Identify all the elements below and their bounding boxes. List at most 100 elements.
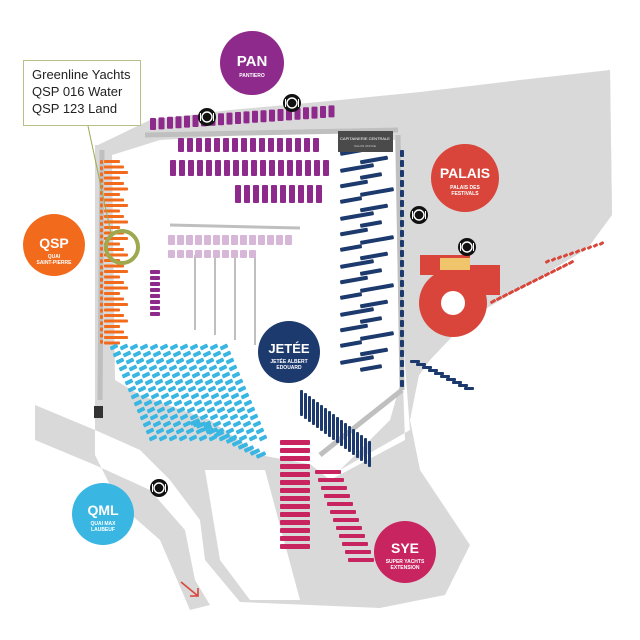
berth <box>104 325 120 328</box>
berth <box>249 413 259 421</box>
zone-badge-palais[interactable]: PALAIS PALAIS DES FESTIVALS <box>431 144 499 212</box>
berth <box>400 360 404 367</box>
berth <box>146 406 156 414</box>
berth <box>340 227 368 237</box>
zone-badge-jetee[interactable]: JETÉE JETÉE ALBERT EDOUARD <box>258 321 320 383</box>
berth <box>333 518 359 522</box>
berth <box>149 343 159 351</box>
berth <box>232 138 238 152</box>
restaurant-icon[interactable] <box>458 238 476 256</box>
berth <box>285 235 292 245</box>
berth <box>167 116 173 129</box>
berth <box>556 255 563 260</box>
berth <box>360 299 388 309</box>
berth <box>100 315 103 319</box>
berth <box>235 112 241 124</box>
berth <box>100 339 103 344</box>
berth <box>100 178 103 183</box>
restaurant-icon[interactable] <box>410 206 428 224</box>
berth <box>277 138 283 152</box>
berth <box>562 263 568 268</box>
berth <box>175 116 182 129</box>
berth <box>100 296 103 301</box>
berth <box>464 387 474 390</box>
berth <box>150 300 160 304</box>
restaurant-icon[interactable] <box>150 479 168 497</box>
restaurant-icon[interactable] <box>198 108 216 126</box>
berth <box>104 198 124 202</box>
berth <box>100 246 103 251</box>
berth <box>222 350 232 358</box>
berth <box>100 240 103 245</box>
berth <box>219 413 229 421</box>
berth <box>168 364 178 372</box>
berth <box>286 138 292 152</box>
berth <box>104 165 124 169</box>
berth <box>259 138 265 152</box>
berths-quai-saint-pierre <box>100 160 128 345</box>
berth <box>100 290 103 295</box>
berth <box>340 163 374 173</box>
berth <box>280 520 310 525</box>
berth <box>172 350 182 358</box>
berth <box>360 347 388 357</box>
berth <box>163 399 173 407</box>
berth <box>100 228 103 233</box>
berth <box>416 363 426 366</box>
berth <box>109 343 119 351</box>
restaurant-icon[interactable] <box>283 94 301 112</box>
zone-badge-qml[interactable]: QML QUAI MAX LAUBEUF <box>72 483 134 545</box>
zone-code-qsp: QSP <box>39 235 69 251</box>
berth <box>104 209 120 213</box>
berth <box>400 150 404 157</box>
berth <box>228 364 238 372</box>
berth <box>104 160 120 163</box>
berth <box>246 406 256 414</box>
zone-code-sye: SYE <box>391 540 419 556</box>
berth <box>400 340 404 347</box>
berth <box>268 138 274 152</box>
berth <box>132 350 142 358</box>
building-label-1: CAPITAINERIE CENTRALE <box>340 136 390 141</box>
berth <box>300 390 303 416</box>
berth <box>359 220 383 228</box>
berth <box>321 486 347 490</box>
zone-code-qml: QML <box>87 502 119 518</box>
berth <box>295 138 301 152</box>
zone-badge-pan[interactable]: PAN PANTIERO <box>220 31 284 95</box>
berth <box>137 385 147 393</box>
berth <box>170 160 176 176</box>
berth <box>168 250 175 258</box>
berth <box>280 448 310 453</box>
highlight-ring <box>104 229 140 265</box>
berth <box>344 423 347 449</box>
berth <box>229 413 239 421</box>
berth <box>142 350 152 358</box>
berth <box>215 357 225 365</box>
berth <box>364 438 367 464</box>
berth <box>400 290 404 297</box>
berth <box>150 306 160 310</box>
berth <box>100 160 103 164</box>
berth <box>208 364 218 372</box>
berth <box>544 259 551 264</box>
berth <box>340 307 374 317</box>
berth <box>332 414 335 440</box>
berths-palais <box>490 241 605 304</box>
berth <box>320 106 326 118</box>
berth <box>280 480 310 485</box>
berth <box>124 378 134 386</box>
berth <box>174 378 184 386</box>
berth <box>249 448 261 456</box>
berth <box>104 220 128 224</box>
berth <box>223 399 233 407</box>
zone-badge-qsp[interactable]: QSP QUAI SAINT-PIERRE <box>23 214 85 276</box>
berth <box>177 385 187 393</box>
berth <box>213 399 223 407</box>
berth <box>327 502 353 506</box>
berth <box>360 283 394 293</box>
palais-building <box>419 255 500 337</box>
zone-badge-sye[interactable]: SYE SUPER YACHTS EXTENSION <box>374 521 436 583</box>
berth <box>195 235 202 245</box>
